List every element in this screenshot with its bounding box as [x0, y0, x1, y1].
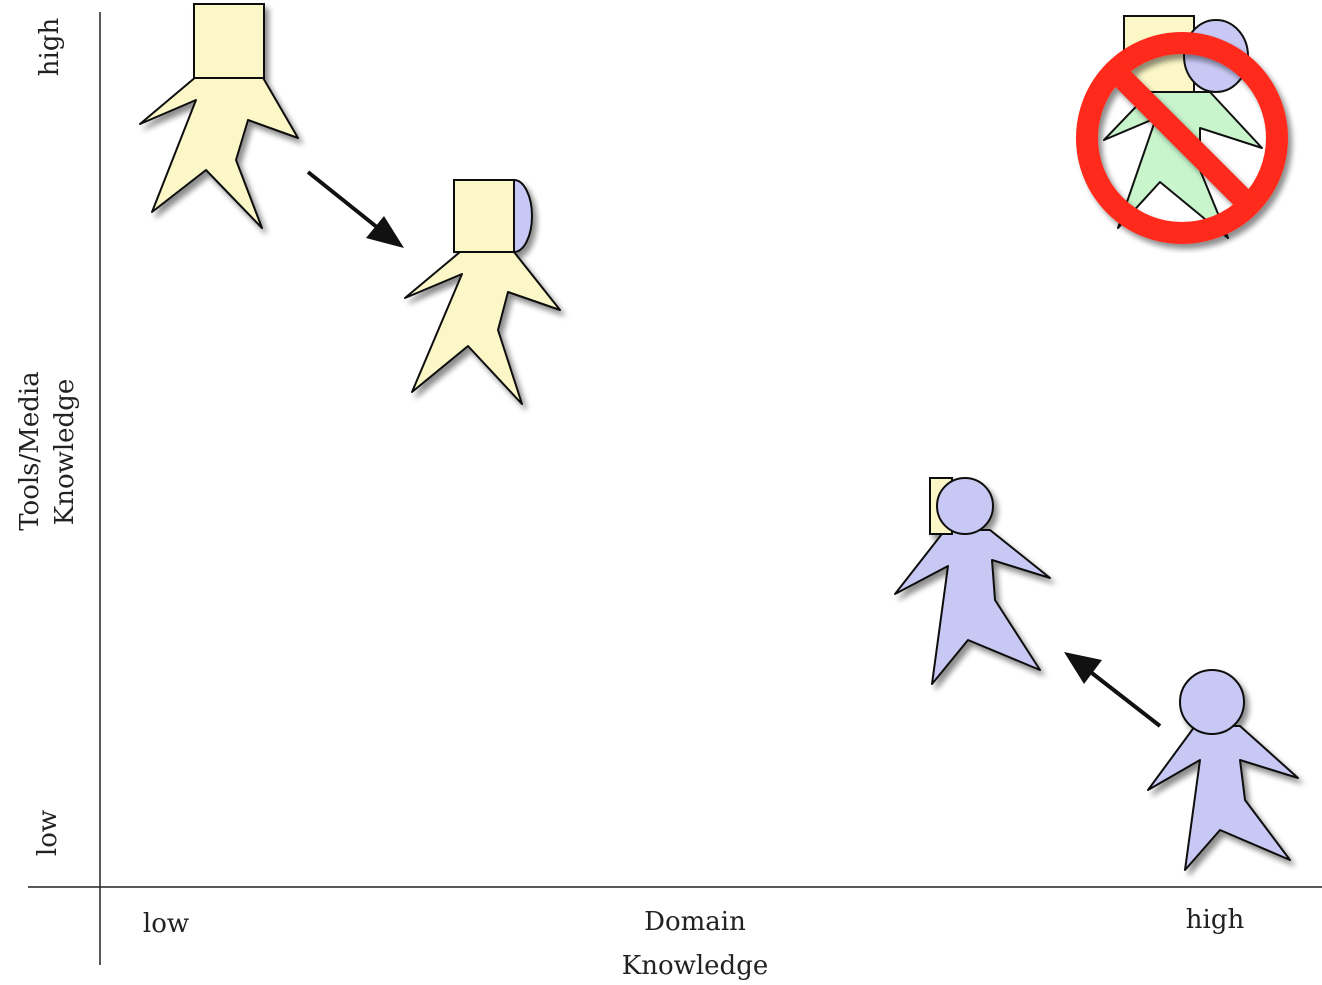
prohibited-icon [1076, 32, 1288, 244]
y-axis-label-line1: Tools/Media [15, 371, 45, 531]
person-icon-domain-expert [1147, 669, 1299, 871]
x-axis-label-line1: Domain [644, 907, 746, 937]
y-axis-label-line2: Knowledge [50, 378, 80, 526]
person-icon-domain-expert-learning [894, 477, 1051, 685]
arrow-icon-domain-to-tool [1064, 652, 1162, 728]
person-icon-tool-expert [139, 3, 299, 229]
person-icon-tool-expert-learning [404, 178, 561, 405]
x-axis-label-line2: Knowledge [621, 951, 769, 981]
x-axis-high-label: high [1185, 905, 1245, 935]
y-axis-low-label: low [33, 809, 63, 857]
y-axis-high-label: high [35, 17, 65, 77]
x-axis-low-label: low [142, 909, 190, 939]
arrow-icon-tool-to-domain [306, 170, 404, 248]
